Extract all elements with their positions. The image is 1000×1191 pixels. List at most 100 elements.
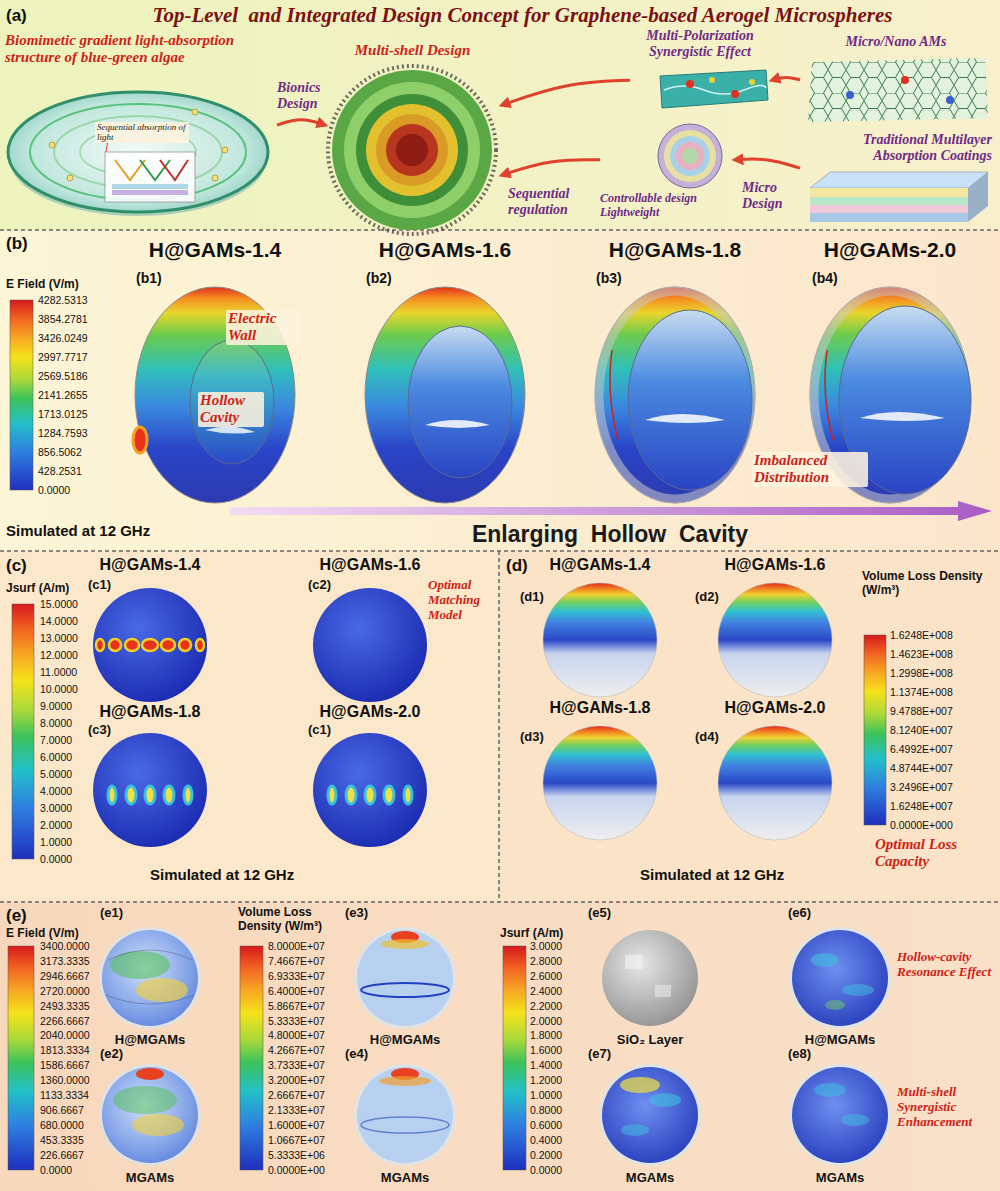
- current-sphere: [313, 588, 427, 702]
- current-sphere: [179, 639, 191, 651]
- field-sphere: [136, 1068, 164, 1080]
- algae-dish: [8, 92, 268, 212]
- figure-heading: Micro/Nano AMs: [800, 34, 992, 50]
- colorbar-value: 5.0000: [40, 768, 72, 780]
- colorbar-value: 0.0000: [40, 853, 72, 865]
- multi-shell-sphere: [332, 70, 492, 230]
- colorbar-value: 7.4667E+07: [268, 955, 325, 967]
- colorbar-value: 1.6248E+008: [890, 629, 953, 641]
- trend-label: Enlarging Hollow Cavity: [472, 521, 748, 547]
- concept-figure: Biomimetic gradient light-absorption str…: [5, 30, 277, 224]
- colorbar-value: 3.0000: [530, 940, 562, 952]
- current-sphere: [599, 1064, 701, 1166]
- sample-name: H@GAMs-1.6: [320, 556, 421, 574]
- subpanel-label: (c2): [308, 578, 331, 593]
- colorbar-value: 6.4992E+007: [890, 743, 953, 755]
- colorbar-value: 226.6667: [40, 1149, 84, 1161]
- colorbar-value: 9.0000: [40, 700, 72, 712]
- colorbar-value: 3854.2781: [38, 313, 88, 325]
- subpanel-label: (e4): [345, 1047, 368, 1062]
- sample-name: MGAMs: [381, 1171, 429, 1186]
- colorbar-value: 6.0000: [40, 751, 72, 763]
- subpanel-label: (c1): [88, 578, 111, 593]
- colorbar-value: 15.0000: [40, 598, 78, 610]
- subpanel-label: (e5): [588, 906, 611, 921]
- multilayer-coating: [968, 172, 988, 222]
- sphere-model: [425, 420, 490, 428]
- field-sphere: [102, 1067, 198, 1163]
- colorbar-value: 6.4000E+07: [268, 985, 325, 997]
- arrow-label: Bionics Design: [277, 80, 325, 112]
- colorbar: [864, 635, 886, 825]
- multi-shell-sphere: [356, 94, 468, 206]
- sample-name: H@GAMs-1.8: [609, 238, 742, 262]
- colorbar-title: E Field (V/m): [6, 278, 79, 292]
- colorbar: [8, 946, 34, 1170]
- field-sphere: [106, 950, 194, 1004]
- sample-name: H@MGAMs: [370, 1033, 440, 1048]
- sphere-model: [205, 426, 255, 433]
- concept-figure: Multi-Polarization Synergistic Effect: [630, 26, 772, 112]
- concept-figure: Controllable design Lightweight: [600, 122, 735, 224]
- colorbar-value: 2040.0000: [40, 1029, 90, 1041]
- field-sphere: [136, 978, 188, 1002]
- flow-arrow: [277, 120, 325, 125]
- sample-name: MGAMs: [126, 1171, 174, 1186]
- subpanel-label: (c3): [88, 723, 111, 738]
- silica-sphere: [602, 930, 698, 1026]
- colorbar-value: 1.4000: [530, 1059, 562, 1071]
- current-sphere: [814, 1083, 846, 1097]
- current-sphere: [93, 588, 207, 702]
- colorbar-value: 428.2531: [38, 465, 82, 477]
- multi-shell-sphere: [328, 66, 496, 234]
- colorbar-value: 2569.5186: [38, 370, 88, 382]
- field-sphere: [132, 1114, 184, 1136]
- sphere-model: [599, 291, 751, 499]
- silica-sphere: [625, 955, 643, 969]
- panel-backgrounds: [0, 230, 1000, 551]
- colorbar-value: 0.2000: [530, 1149, 562, 1161]
- multi-shell-sphere: [396, 134, 428, 166]
- current-sphere: [109, 639, 121, 651]
- colorbar-value: 5.8667E+07: [268, 1000, 325, 1012]
- condition-note: Simulated at 12 GHz: [6, 522, 150, 539]
- current-sphere: [649, 1093, 681, 1107]
- algae-dish: [222, 147, 228, 153]
- sample-name: H@GAMs-1.8: [100, 703, 201, 721]
- gradient-shell-circle: [676, 142, 704, 170]
- field-sphere: [99, 1064, 201, 1166]
- multilayer-coating: [810, 205, 968, 213]
- sample-name: H@GAMs-1.8: [550, 699, 651, 717]
- algae-dish: [160, 160, 188, 180]
- current-sphere: [825, 1000, 845, 1010]
- figure-heading: Traditional Multilayer Absorption Coatin…: [830, 132, 992, 164]
- colorbar: [503, 946, 526, 1170]
- multilayer-coating: [810, 197, 968, 205]
- algae-dish: [192, 109, 198, 115]
- sphere-model: [645, 414, 725, 423]
- panel-backgrounds: [0, 551, 499, 902]
- field-sphere: [99, 1064, 201, 1166]
- current-sphere: [404, 786, 412, 804]
- current-sphere: [125, 639, 139, 651]
- graphene-sheet: [846, 91, 854, 99]
- panel-letter: (e): [6, 906, 27, 926]
- figure-heading: Multi-shell Design: [325, 42, 500, 59]
- annotation: Hollow Cavity: [198, 392, 264, 427]
- subpanel-label: (c1): [308, 723, 331, 738]
- algae-dish: [8, 92, 268, 216]
- loss-sphere: [354, 1064, 456, 1166]
- sample-name: H@GAMs-2.0: [824, 238, 957, 262]
- annotation: Optimal Matching Model: [428, 578, 496, 623]
- colorbar-value: 1.6000E+07: [268, 1119, 325, 1131]
- colorbar-value: 1.2998E+008: [890, 667, 953, 679]
- sample-name: H@GAMs-1.6: [725, 556, 826, 574]
- current-sphere: [620, 1077, 660, 1093]
- graphene-sheet: [808, 58, 988, 122]
- colorbar-value: 8.0000: [40, 717, 72, 729]
- colorbar: [240, 946, 263, 1170]
- sample-name: H@MGAMs: [115, 1033, 185, 1048]
- subpanel-label: (b4): [812, 270, 838, 286]
- colorbar-value: 3.0000: [40, 802, 72, 814]
